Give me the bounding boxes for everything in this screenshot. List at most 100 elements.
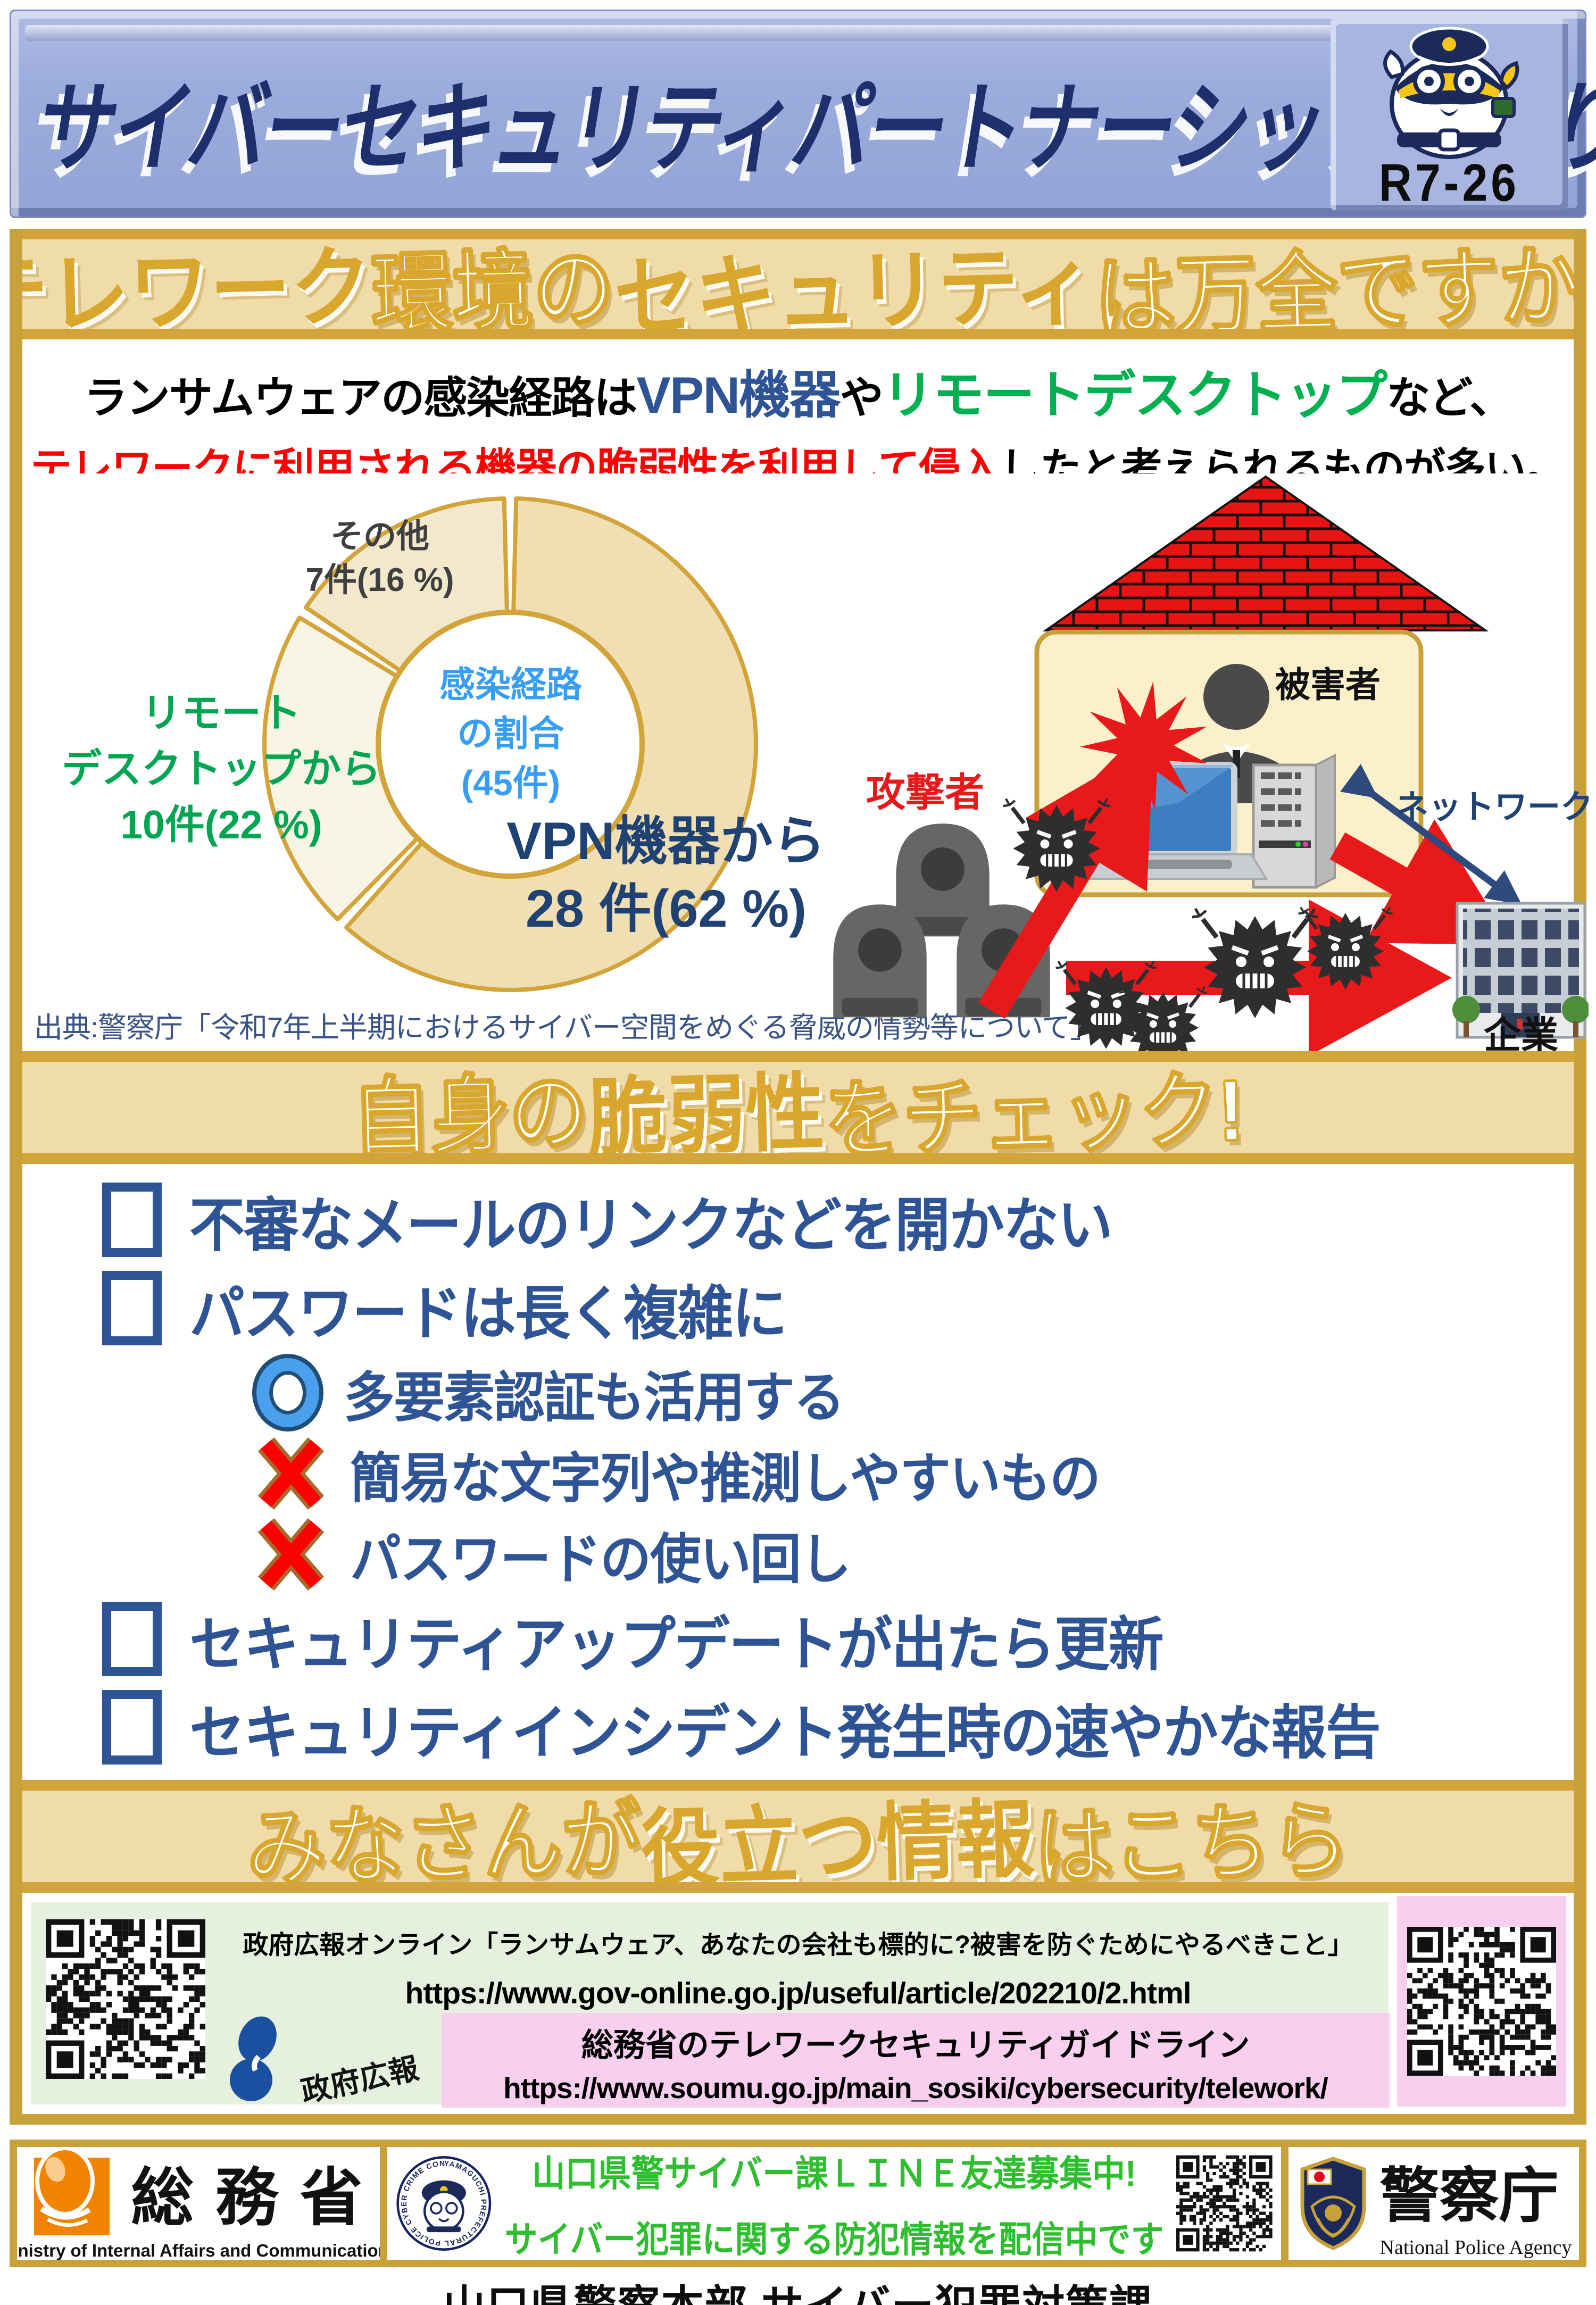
- vpn-highlight: VPN機器: [636, 366, 841, 424]
- line-friend-qr-code: [1176, 2151, 1273, 2256]
- password-good-practice: 多要素認証も活用する: [102, 1352, 1574, 1433]
- intro-paragraph: ランサムウェアの感染経路はVPN機器やリモートデスクトップなど、 テレワークに利…: [22, 339, 1574, 492]
- mic-logo-icon: [34, 2147, 110, 2235]
- gov-online-qr-code: [46, 1919, 205, 2079]
- bad-x-icon: [257, 1437, 325, 1510]
- password-bad-practice: パスワードの使い回し: [102, 1514, 1574, 1595]
- mic-box: 総 務 省 Ministry of Internal Affairs and C…: [17, 2147, 380, 2260]
- gov-koho-logo: 政府広報: [227, 2015, 421, 2109]
- attack-arrow-to-house: [978, 744, 1154, 1019]
- npa-english-name: National Police Agency: [1379, 2236, 1572, 2259]
- soumu-guideline-title: 総務省のテレワークセキュリティガイドライン: [581, 2027, 1250, 2063]
- soumu-qr-panel: [1397, 1896, 1566, 2107]
- gov-online-url[interactable]: https://www.gov-online.go.jp/useful/arti…: [405, 1976, 1192, 2010]
- password-bad-practice: 簡易な文字列や推測しやすいもの: [102, 1433, 1574, 1514]
- company-building-icon: [1452, 902, 1589, 1039]
- donut-center-label: 感染経路 の割合 (45件): [378, 661, 644, 808]
- slice-label-other: その他 7件(16 %): [231, 515, 529, 602]
- gov-koho-logo-icon: [230, 2016, 277, 2101]
- sub-item-label: 多要素認証も活用する: [344, 1367, 845, 1428]
- checklist-item: セキュリティアップデートが出たら更新: [102, 1595, 1574, 1683]
- checklist-item-label: パスワードは長く複雑に: [189, 1281, 787, 1347]
- yamaguchi-police-box: YAMAGUCHI PREFECTURAL POLICE CYBER CRIME…: [387, 2147, 1281, 2260]
- chart-and-diagram-section: その他 7件(16 %) リモート デスクトップから 10件(22 %) 感染経…: [22, 473, 1589, 1051]
- npa-emblem-icon: [1300, 2157, 1366, 2250]
- soumu-qr-code: [1407, 1927, 1556, 2076]
- slice-label-line: 28 件(62 %): [525, 878, 807, 938]
- intro-text: ランサムウェアの感染経路は: [84, 374, 637, 422]
- soumu-guideline-url[interactable]: https://www.soumu.go.jp/main_sosiki/cybe…: [503, 2071, 1328, 2104]
- hero-segment: セキュリティ: [613, 237, 1096, 339]
- footer-logo-row: 総 務 省 Ministry of Internal Affairs and C…: [10, 2140, 1586, 2267]
- info-section-banner: みなさんが 役立つ情報 はこちら: [22, 1780, 1574, 1893]
- hero-banner: テレワーク 環境の セキュリティ は万全ですか?: [22, 229, 1574, 339]
- bad-x-icon: [257, 1518, 325, 1591]
- network-arrow: [1340, 764, 1522, 905]
- slice-label-line: その他: [330, 518, 429, 555]
- sub-item-label: パスワードの使い回し: [350, 1529, 851, 1590]
- line-promo-texts: 山口県警サイバー課ＬＩＮＥ友達募集中! サイバー犯罪に関する防犯情報を配信中です: [505, 2147, 1164, 2260]
- infection-route-donut-chart: [262, 496, 758, 992]
- checklist-item: セキュリティインシデント発生時の速やかな報告: [102, 1683, 1574, 1771]
- banner-segment: 役立つ情報: [639, 1792, 1036, 1893]
- header-banner: サイバーセキュリティパートナーシップだより R7: [10, 10, 1596, 218]
- slice-label-line: VPN機器から: [506, 811, 826, 870]
- slice-label-vpn: VPN機器から 28 件(62 %): [459, 808, 874, 942]
- mic-name: 総 務 省: [131, 2162, 365, 2233]
- checkbox-icon[interactable]: [102, 1602, 162, 1676]
- issuing-department-credit: 山口県警察本部 サイバー犯罪対策課: [0, 2271, 1596, 2305]
- line-promo-line2: サイバー犯罪に関する防犯情報を配信中です: [504, 2220, 1164, 2260]
- gov-online-title: 政府広報オンライン「ランサムウェア、あなたの会社も標的に?被害を防ぐためにやるべ…: [243, 1931, 1353, 1959]
- network-label: ネットワーク: [1395, 789, 1589, 826]
- checklist-item-label: セキュリティアップデートが出たら更新: [189, 1612, 1164, 1678]
- checklist-item-label: 不審なメールのリンクなどを開かない: [189, 1193, 1113, 1259]
- slice-label-line: リモート: [141, 690, 301, 735]
- npa-box: 警察庁 National Police Agency: [1289, 2147, 1579, 2260]
- slice-label-line: デスクトップから: [61, 746, 381, 791]
- npa-name: 警察庁: [1379, 2163, 1559, 2229]
- center-label-line: 感染経路: [439, 665, 582, 705]
- checkbox-icon[interactable]: [102, 1690, 162, 1765]
- good-circle-icon: [256, 1358, 319, 1427]
- victim-label: 被害者: [1275, 665, 1381, 704]
- checklist-item-label: セキュリティインシデント発生時の速やかな報告: [189, 1700, 1381, 1766]
- soumu-guideline-box: 総務省のテレワークセキュリティガイドライン https://www.soumu.…: [442, 2013, 1390, 2108]
- checkbox-icon[interactable]: [102, 1271, 162, 1345]
- line-promo-line1: 山口県警サイバー課ＬＩＮＥ友達募集中!: [532, 2154, 1136, 2195]
- slice-label-line: 7件(16 %): [305, 561, 454, 598]
- hero-segment: テレワーク: [22, 238, 373, 339]
- attack-flow-diagram: 被害者: [833, 475, 1589, 1051]
- center-label-line: (45件): [461, 763, 561, 803]
- issue-number: R7-26: [1378, 153, 1520, 213]
- remote-desktop-highlight: リモートデスクトップ: [882, 366, 1388, 424]
- server-icon: [1252, 753, 1336, 889]
- fugu-police-mascot-icon: [1383, 27, 1519, 159]
- banner-segment: 自身の: [350, 1064, 591, 1164]
- house-roof: [1042, 475, 1489, 631]
- newsletter-title: サイバーセキュリティパートナーシップだより: [30, 73, 1596, 184]
- attacker-label: 攻撃者: [866, 770, 984, 814]
- npa-names: 警察庁 National Police Agency: [1380, 2148, 1572, 2259]
- slice-label-line: 10件(22 %): [120, 802, 322, 847]
- checklist-item: パスワードは長く複雑に: [102, 1264, 1574, 1352]
- intro-text: など、: [1386, 374, 1513, 422]
- checkbox-icon[interactable]: [102, 1183, 162, 1257]
- content-frame: テレワーク 環境の セキュリティ は万全ですか? ランサムウェアの感染経路はVP…: [10, 229, 1589, 2125]
- gov-koho-logo-label: 政府広報: [298, 2051, 422, 2109]
- hero-segment: は万全ですか?: [1093, 236, 1574, 339]
- gov-online-text: 政府広報オンライン「ランサムウェア、あなたの会社も標的に?被害を防ぐためにやるべ…: [218, 1924, 1378, 2011]
- intro-text: や: [839, 374, 884, 422]
- center-label-line: の割合: [457, 714, 564, 754]
- mascot-panel: R7-26: [1331, 19, 1568, 212]
- hero-segment: 環境の: [370, 239, 617, 339]
- security-checklist: 不審なメールのリンクなどを開かない パスワードは長く複雑に 多要素認証も活用する: [22, 1164, 1574, 1780]
- banner-segment: をチェック!: [822, 1062, 1246, 1164]
- check-section-banner: 自身の 脆弱性 をチェック!: [22, 1051, 1574, 1164]
- slice-label-remote-desktop: リモート デスクトップから 10件(22 %): [29, 685, 414, 853]
- banner-segment: はこちら: [1033, 1792, 1352, 1893]
- intro-line-1: ランサムウェアの感染経路はVPN機器やリモートデスクトップなど、: [22, 353, 1574, 428]
- banner-segment: 脆弱性: [587, 1065, 826, 1164]
- checklist-item: 不審なメールのリンクなどを開かない: [102, 1176, 1574, 1264]
- sub-item-label: 簡易な文字列や推測しやすいもの: [350, 1448, 1101, 1509]
